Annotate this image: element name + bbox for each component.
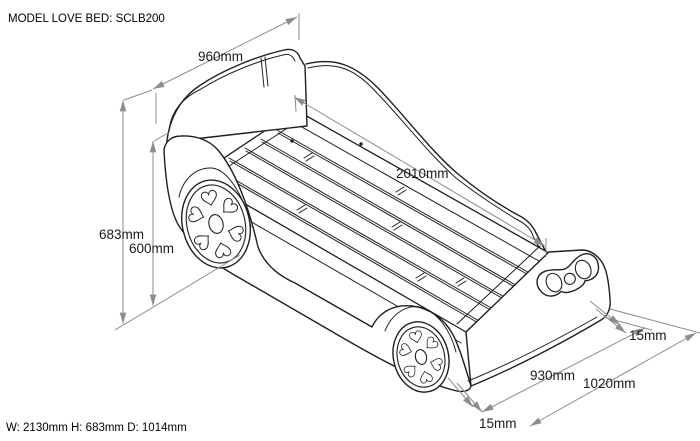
dim-line-15-far <box>589 300 621 326</box>
front-wheel <box>181 179 251 269</box>
drawing-title: MODEL LOVE BED: SCLB200 <box>8 13 165 25</box>
dim-label-930: 930mm <box>530 368 575 383</box>
rear-wheel-arch <box>384 306 457 353</box>
dimension-annotations: 960mm 2010mm 683mm 600mm 15mm 930mm 1020… <box>99 13 700 431</box>
heart-cutouts <box>188 189 244 259</box>
dim-line-2010 <box>293 96 546 247</box>
wheel-hub <box>208 214 224 234</box>
dim-label-1020: 1020mm <box>583 376 636 391</box>
ground-baseline <box>114 254 241 331</box>
dim-label-2010: 2010mm <box>396 166 449 181</box>
heart-cutouts <box>399 330 443 384</box>
overall-dimensions-footer: W: 2130mm H: 683mm D: 1014mm <box>6 422 187 434</box>
dim-label-600: 600mm <box>129 241 174 256</box>
dim-label-960: 960mm <box>198 49 243 64</box>
dim-line-1020 <box>529 332 697 427</box>
dim-label-15-far: 15mm <box>629 328 667 343</box>
dim-label-15-near: 15mm <box>479 416 517 431</box>
dim-label-683: 683mm <box>99 227 144 242</box>
center-knob <box>563 272 576 285</box>
goggles-decoration <box>536 253 600 297</box>
left-lens <box>545 272 563 293</box>
dim-line-15-near <box>447 377 474 408</box>
dim-line-960 <box>152 16 298 90</box>
wheel-hub <box>414 349 428 365</box>
screw-hole-dot <box>359 142 363 146</box>
rear-wheel <box>392 321 450 393</box>
foot-rail-edge <box>456 245 541 325</box>
right-lens <box>574 259 592 280</box>
screw-hole-dot <box>290 139 294 143</box>
